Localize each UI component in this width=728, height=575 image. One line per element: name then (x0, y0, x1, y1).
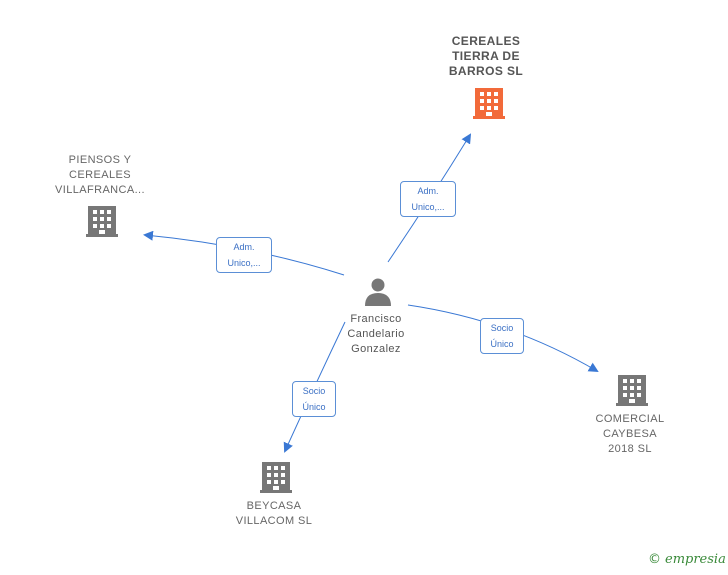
building-icon[interactable] (473, 86, 505, 120)
edge-label-cereales-tierra[interactable]: Adm. Unico,... (400, 181, 456, 217)
brand-logo: © empresia (648, 552, 726, 567)
edge-label-beycasa[interactable]: Socio Único (292, 381, 336, 417)
company-label-piensos[interactable]: PIENSOS Y CEREALES VILLAFRANCA... (55, 154, 145, 196)
person-icon[interactable] (363, 276, 393, 306)
company-label-comercial[interactable]: COMERCIAL CAYBESA 2018 SL (595, 413, 665, 455)
copyright-symbol: © (648, 552, 661, 567)
person-name[interactable]: Francisco Candelario Gonzalez (347, 313, 405, 355)
company-label-beycasa[interactable]: BEYCASA VILLACOM SL (235, 500, 313, 527)
building-icon[interactable] (260, 460, 292, 494)
brand-name: empresia (665, 552, 726, 567)
building-icon[interactable] (616, 373, 648, 407)
building-icon[interactable] (86, 204, 118, 238)
company-label-cereales-tierra[interactable]: CEREALES TIERRA DE BARROS SL (448, 34, 524, 78)
edge-label-piensos[interactable]: Adm. Unico,... (216, 237, 272, 273)
edge-label-comercial[interactable]: Socio Único (480, 318, 524, 354)
